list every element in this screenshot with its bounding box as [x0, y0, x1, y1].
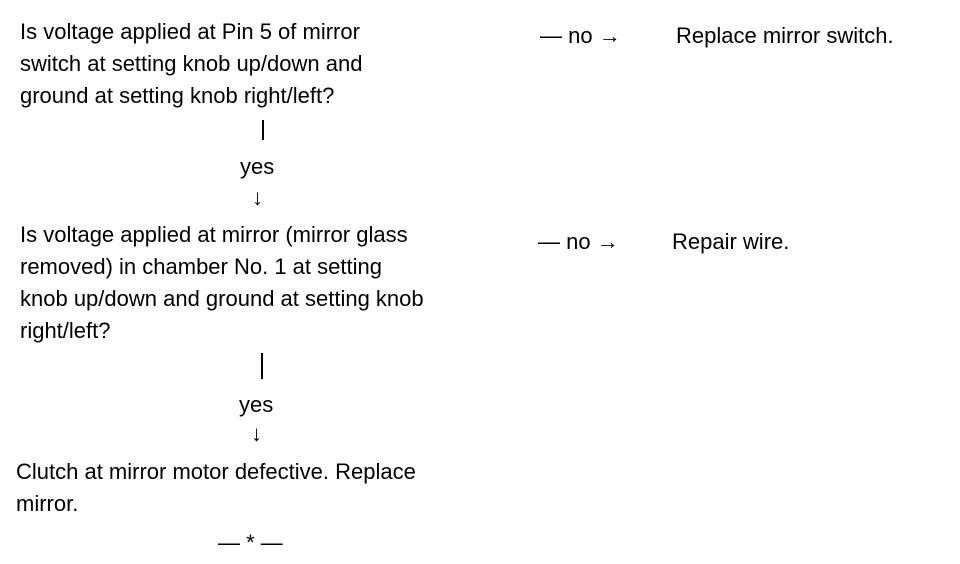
- yes-label-2: yes: [239, 392, 274, 417]
- down-arrow-icon: ↓: [252, 185, 263, 210]
- no-result-2: Repair wire.: [672, 229, 790, 254]
- connector-line-1: [262, 120, 264, 140]
- down-arrow-icon: ↓: [251, 421, 262, 446]
- no-result-1: Replace mirror switch.: [676, 23, 894, 48]
- final-result: Clutch at mirror motor defective. Replac…: [16, 459, 416, 516]
- yes-label-1: yes: [240, 154, 275, 179]
- question-1: Is voltage applied at Pin 5 of mirror sw…: [20, 19, 363, 108]
- no-branch-1: — no →: [540, 23, 621, 48]
- end-marker: — * —: [218, 530, 283, 555]
- question-2: Is voltage applied at mirror (mirror gla…: [20, 222, 424, 343]
- connector-line-2: [261, 353, 263, 379]
- no-branch-2: — no →: [538, 229, 619, 254]
